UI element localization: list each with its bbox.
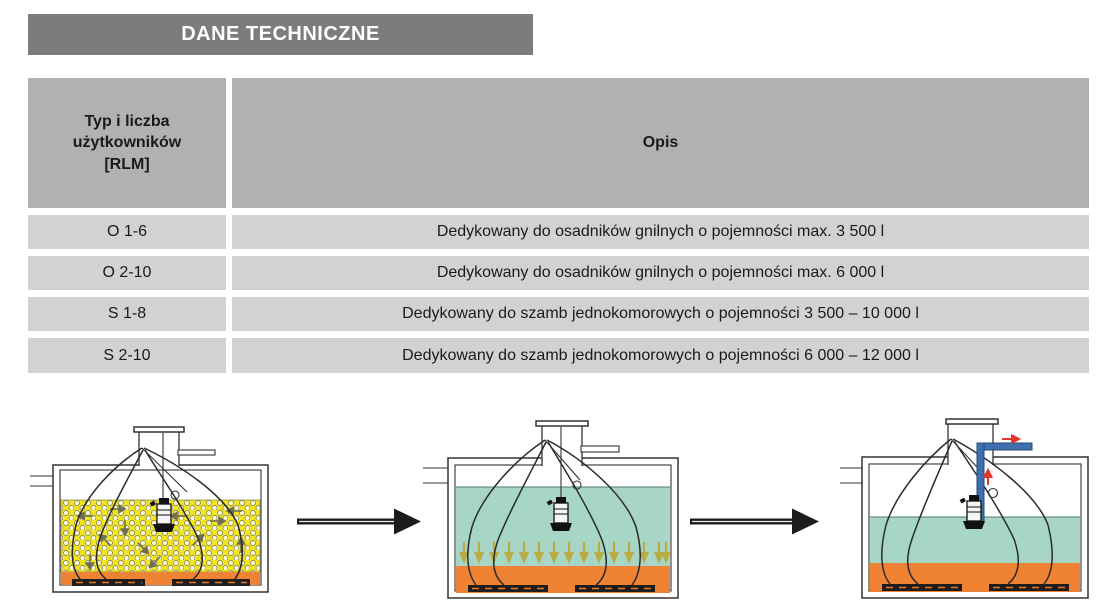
table-row-description: Dedykowany do osadników gnilnych o pojem…	[232, 215, 1089, 249]
stage2-settling-tank-svg	[423, 420, 679, 599]
inlet-pipe	[840, 467, 862, 484]
process-arrow-1	[297, 506, 422, 537]
diffuser-plates	[468, 585, 655, 592]
diffuser-plates	[882, 584, 1069, 591]
column-header-description: Opis	[232, 78, 1089, 208]
submersible-pump	[546, 497, 572, 531]
table-row-description: Dedykowany do osadników gnilnych o pojem…	[232, 256, 1089, 290]
stage1-aeration-tank-diagram	[30, 420, 280, 600]
stage1-aeration-tank-svg	[30, 426, 269, 593]
air-hoses	[71, 447, 243, 580]
table-row-type: S 1-8	[28, 297, 226, 331]
arrow-right-icon	[297, 508, 421, 535]
table-row-type: O 2-10	[28, 256, 226, 290]
technical-data-table: Typ i liczba użytkowników [RLM] Opis O 1…	[28, 78, 1089, 373]
float-switch	[987, 487, 999, 499]
tank-neck	[133, 426, 216, 466]
inlet-pipe	[30, 475, 53, 487]
neck-outlet-pipe	[177, 449, 216, 456]
diffuser-plates	[72, 579, 250, 586]
neck-outlet-pipe	[580, 445, 620, 453]
air-hoses	[467, 439, 641, 586]
float-switch	[170, 490, 180, 500]
column-header-type: Typ i liczba użytkowników [RLM]	[28, 78, 226, 208]
neck-flange	[945, 418, 999, 425]
float-switch	[572, 480, 582, 490]
stage2-settling-tank-diagram	[420, 415, 680, 600]
section-title-banner: DANE TECHNICZNE	[28, 14, 533, 55]
stage3-discharge-tank-diagram	[838, 413, 1093, 600]
submersible-pump	[149, 498, 175, 532]
neck-flange	[535, 420, 589, 427]
stage3-discharge-tank-svg	[840, 418, 1089, 599]
inlet-pipe	[423, 467, 448, 484]
flow-direction-arrows	[982, 433, 1022, 485]
table-row-description: Dedykowany do szamb jednokomorowych o po…	[232, 338, 1089, 373]
submersible-pump	[959, 495, 985, 529]
arrow-right-icon	[690, 508, 819, 535]
table-row-type: O 1-6	[28, 215, 226, 249]
table-row-type: S 2-10	[28, 338, 226, 373]
process-arrow-2	[690, 506, 820, 537]
table-row-description: Dedykowany do szamb jednokomorowych o po…	[232, 297, 1089, 331]
section-title: DANE TECHNICZNE	[181, 23, 380, 45]
neck-flange	[133, 426, 185, 433]
